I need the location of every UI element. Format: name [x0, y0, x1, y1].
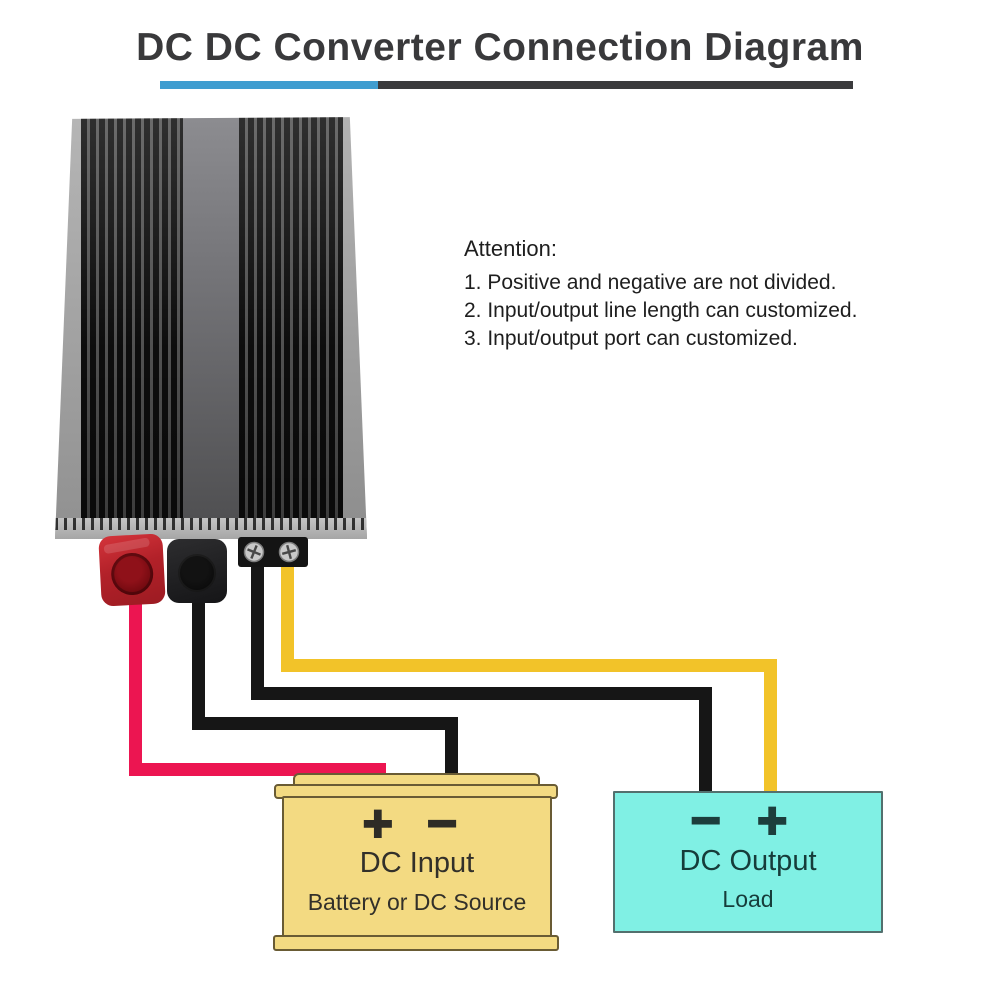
- wire-black-output-horizontal: [251, 687, 712, 700]
- attention-note: Attention: 1. Positive and negative are …: [464, 236, 857, 353]
- attention-item-1: 1. Positive and negative are not divided…: [464, 271, 837, 294]
- wire-black-input-horizontal: [192, 717, 458, 730]
- wire-red-positive-vertical: [129, 596, 142, 776]
- dc-dc-converter-heatsink: [55, 117, 367, 539]
- plus-icon: +: [756, 792, 788, 850]
- terminal-red-socket-icon: [110, 551, 155, 597]
- heatsink-fins-right: [239, 117, 343, 539]
- dc-input-title: DC Input: [359, 847, 475, 879]
- dc-input-subtitle: Battery or DC Source: [307, 889, 527, 915]
- page-title: DC DC Converter Connection Diagram: [136, 26, 864, 69]
- dc-input-polarity: + −: [284, 795, 550, 853]
- wire-black-output-vertical: [251, 560, 264, 700]
- terminal-black-socket-icon: [178, 554, 216, 592]
- screw-icon: [243, 541, 265, 563]
- output-screw-terminal-block: [238, 537, 308, 567]
- heatsink-center-column: [183, 117, 239, 539]
- heatsink-base-plate: [55, 518, 367, 539]
- minus-icon: −: [690, 792, 722, 850]
- plus-icon: +: [362, 795, 394, 853]
- dc-output-title: DC Output: [679, 845, 817, 877]
- wire-yellow-output-drop: [764, 659, 777, 797]
- heatsink-right-rail: [343, 117, 367, 539]
- wire-black-input-drop: [445, 717, 458, 790]
- terminal-black-negative: [167, 539, 227, 603]
- attention-item-2: 2. Input/output line length can customiz…: [464, 299, 858, 322]
- title-underline: [160, 81, 853, 89]
- dc-output-subtitle: Load: [722, 886, 774, 912]
- screw-icon: [278, 541, 300, 563]
- dc-output-box: − + DC Output Load: [613, 791, 883, 933]
- attention-item-3: 3. Input/output port can customized.: [464, 327, 798, 350]
- title-underline-blue-segment: [160, 81, 378, 89]
- wire-black-output-drop: [699, 687, 712, 797]
- dc-output-polarity: − +: [615, 792, 881, 850]
- attention-heading: Attention:: [464, 236, 557, 261]
- dc-input-foot: [273, 935, 559, 951]
- wire-yellow-output-horizontal: [281, 659, 777, 672]
- title-underline-dark-segment: [378, 81, 853, 89]
- heatsink-fins-left: [81, 117, 183, 539]
- wire-black-input-vertical: [192, 594, 205, 730]
- dc-input-box: + − DC Input Battery or DC Source: [282, 796, 552, 938]
- heatsink-left-rail: [55, 117, 81, 539]
- terminal-red-positive: [98, 533, 166, 607]
- minus-icon: −: [426, 795, 458, 853]
- wire-yellow-output-vertical: [281, 560, 294, 672]
- wire-red-positive-horizontal: [129, 763, 386, 776]
